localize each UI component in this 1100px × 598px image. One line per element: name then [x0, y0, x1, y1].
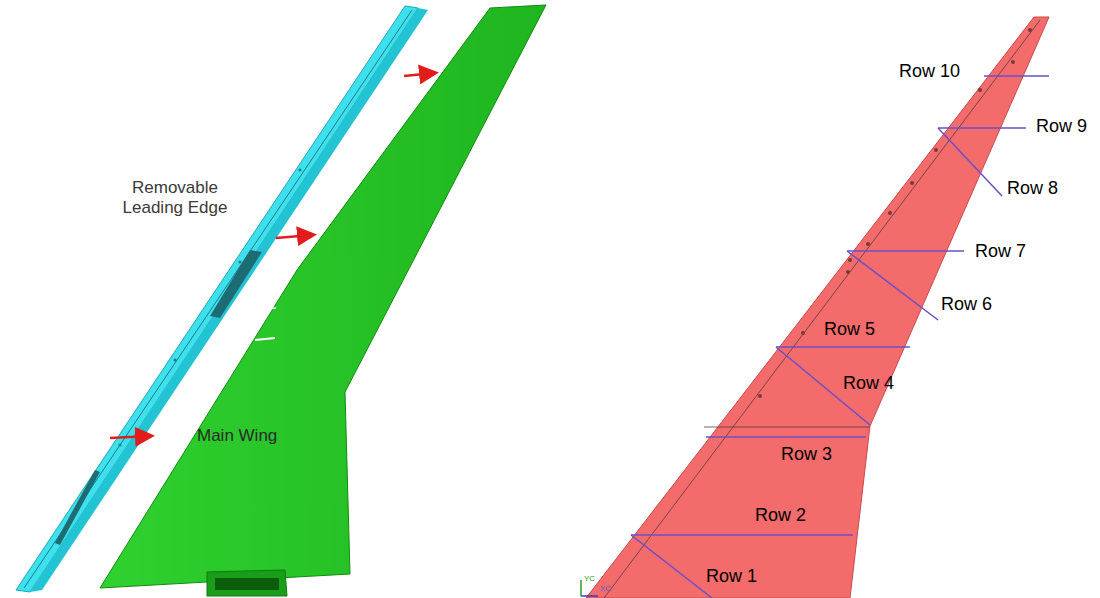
row-label: Row 1	[706, 566, 757, 588]
row-label: Row 9	[1036, 116, 1087, 138]
axis-label: XC	[600, 584, 611, 594]
axis-label: YC	[584, 574, 595, 584]
row-label: Row 6	[941, 294, 992, 316]
row-label: Row 10	[899, 61, 960, 83]
row-label: Row 5	[824, 319, 875, 341]
row-label: Row 2	[755, 505, 806, 527]
part-name: Removable Leading Edge	[105, 178, 245, 219]
row-label: Row 3	[781, 444, 832, 466]
part-name: Main Wing	[197, 426, 277, 446]
main-wing-part	[100, 5, 546, 596]
wing-planform	[586, 17, 1049, 598]
row-divisions	[631, 76, 1049, 598]
row-label: Row 4	[843, 373, 894, 395]
row-label: Row 8	[1007, 178, 1058, 200]
assembly-arrows	[110, 73, 434, 438]
row-label: Row 7	[975, 241, 1026, 263]
fastener-dots	[758, 28, 1032, 398]
